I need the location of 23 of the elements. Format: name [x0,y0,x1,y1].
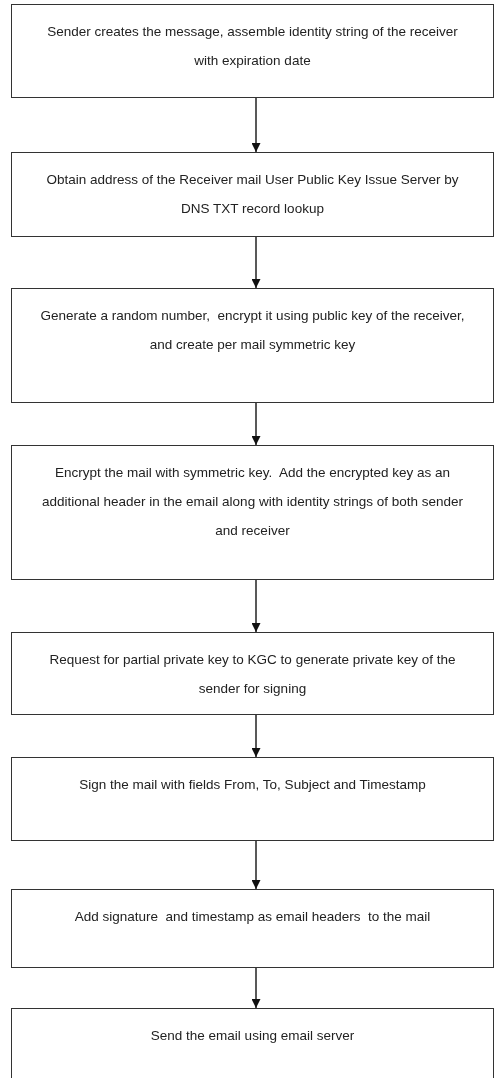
step-text: Request for partial private key to KGC to generate private key of the sender for signing [48,651,457,698]
step-text: Sender creates the message, assemble identity string of the receiver with expiration date [46,23,459,70]
step-text: Add signature and timestamp as email headers to the mail [73,908,432,926]
arrow [251,714,261,758]
process-box [11,889,494,968]
step-text: Sign the mail with fields From, To, Subject and Timestamp [78,776,427,794]
process-box [11,4,494,98]
process-box [11,152,494,237]
step-text: Send the email using email server [149,1027,356,1045]
process-box [11,757,494,841]
arrow [251,97,261,153]
step-text: Generate a random number, encrypt it using public key of the receiver, and create per mail symmetric key [39,307,466,354]
process-box [11,632,494,715]
process-box [11,288,494,403]
arrow [251,402,261,446]
arrow [251,967,261,1009]
arrow [251,236,261,289]
arrow [251,840,261,890]
process-box [11,445,494,580]
step-text: Encrypt the mail with symmetric key. Add the encrypted key as an additional header in the email along with identity strings of both sender and receiver [41,464,464,540]
step-text: Obtain address of the Receiver mail User Public Key Issue Server by DNS TXT record lookup [45,171,460,218]
process-box [11,1008,494,1078]
arrow [251,579,261,633]
